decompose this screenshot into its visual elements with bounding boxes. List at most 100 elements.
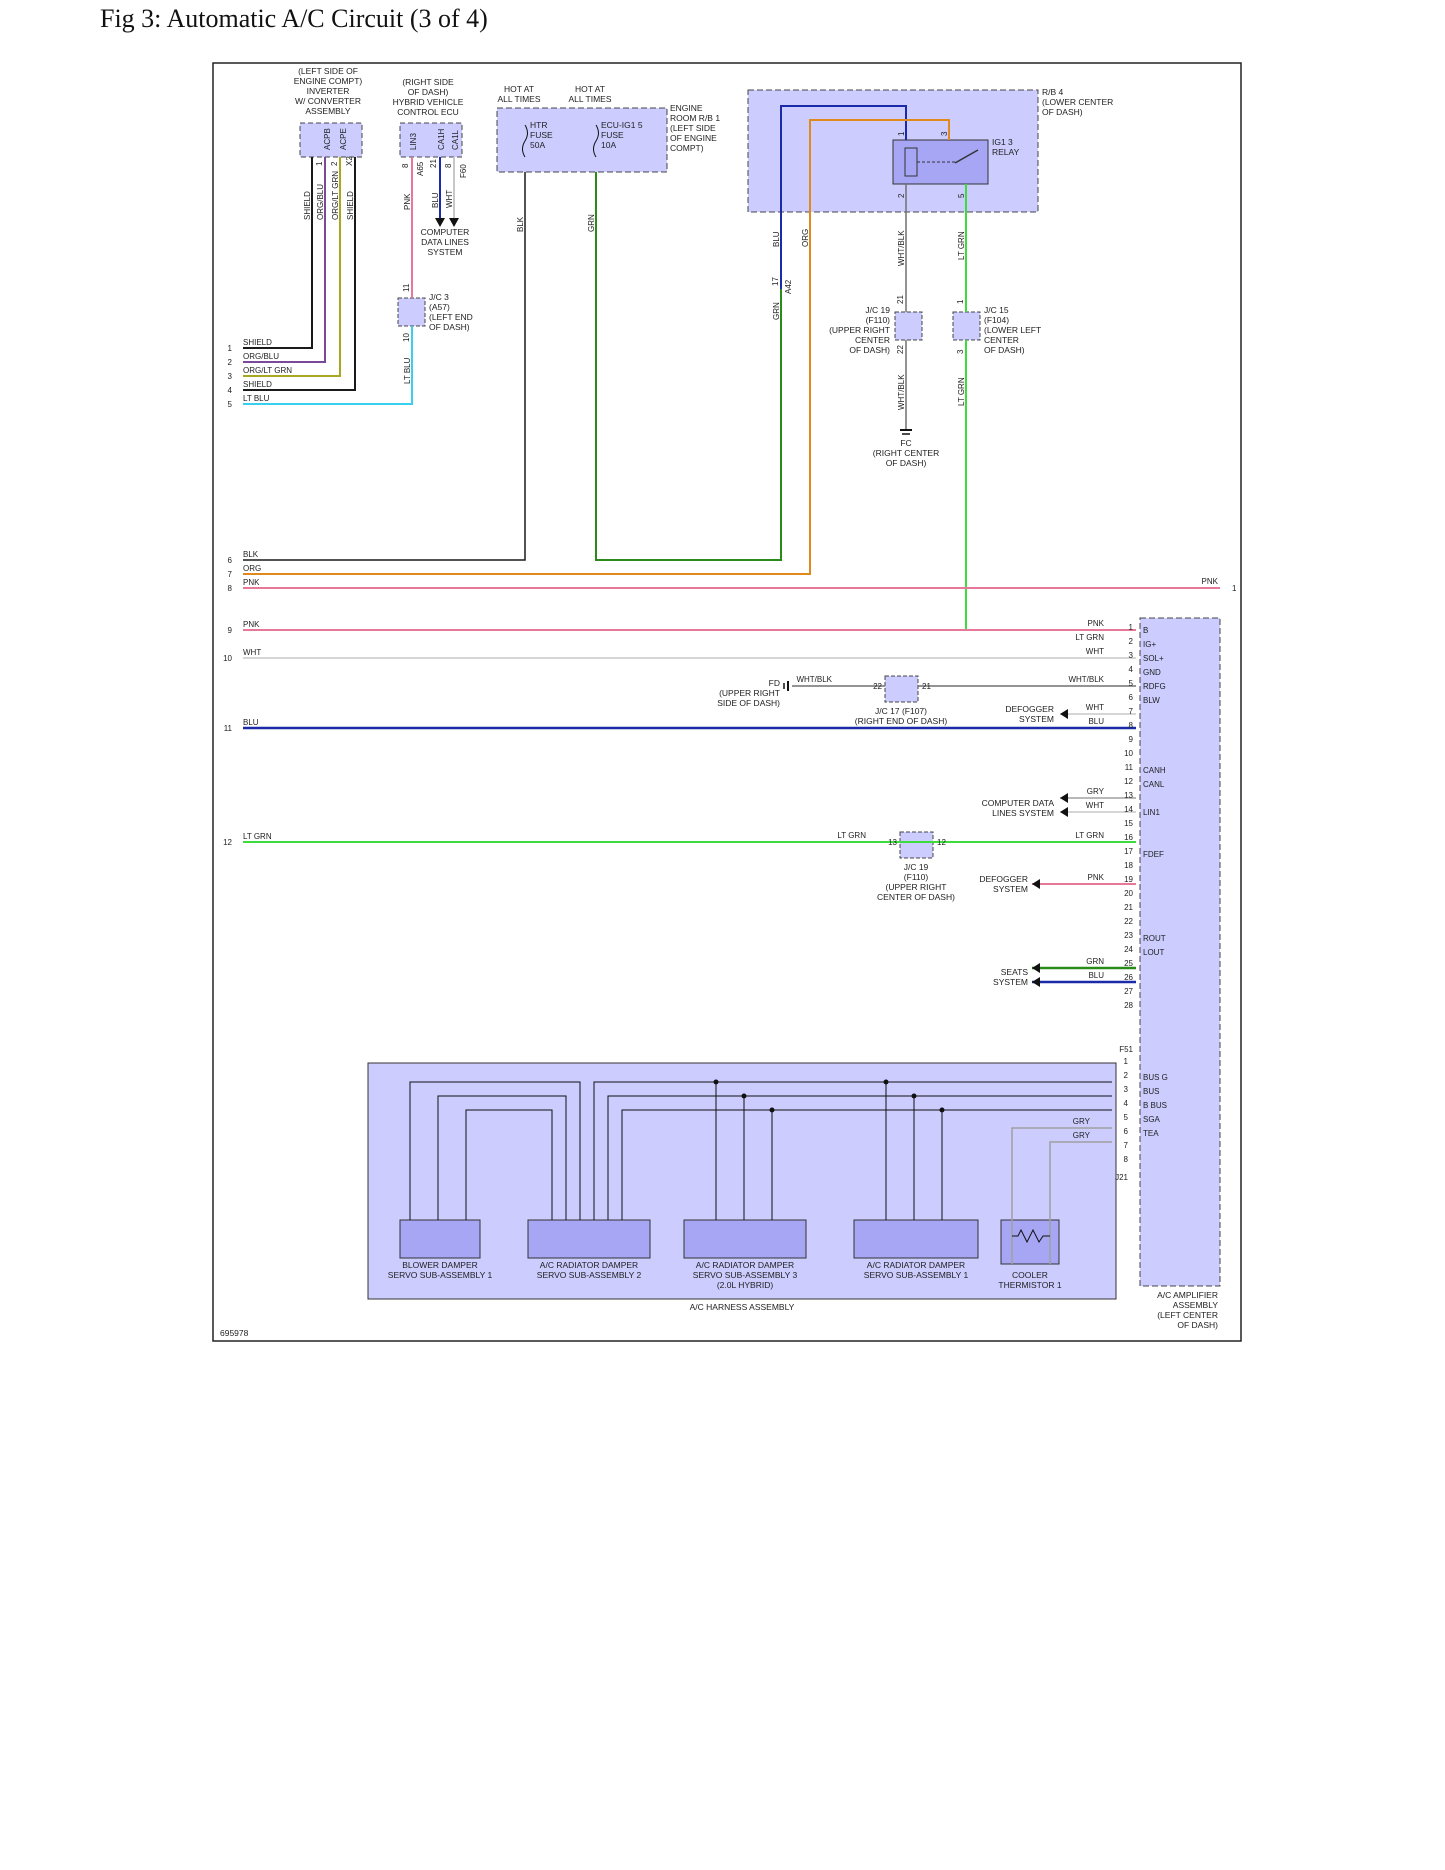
hot-label: ALL TIMES — [569, 94, 612, 104]
wire-h6 — [621, 1109, 1112, 1220]
rb4-label: OF DASH) — [1042, 107, 1083, 117]
pin-num: 1 — [897, 131, 906, 136]
amp-pin-number: 5 — [1124, 1113, 1129, 1122]
terminal-wire-label: SHIELD — [243, 380, 272, 389]
comp-data-mid-label: LINES SYSTEM — [992, 808, 1054, 818]
jc19b-label: J/C 19 — [904, 862, 929, 872]
terminal-wire-label: PNK — [243, 578, 260, 587]
wire-color-label: ORG/LT GRN — [331, 171, 340, 220]
amp-pin-number: 27 — [1124, 987, 1133, 996]
amp-pin-name: BLW — [1143, 696, 1160, 705]
hv-ecu-label: CONTROL ECU — [397, 107, 459, 117]
hot-label: ALL TIMES — [498, 94, 541, 104]
pin-name: CA1L — [451, 129, 460, 150]
wire-color-label: LT GRN — [957, 231, 966, 260]
connector-id: A42 — [784, 279, 793, 294]
wire-blk — [243, 172, 526, 561]
amp-pin-number: 3 — [1129, 651, 1134, 660]
wire-h1 — [409, 1081, 581, 1220]
arrow-canl — [1060, 807, 1068, 817]
amp-pin-number: 18 — [1124, 861, 1133, 870]
amp-pin-number: 11 — [1125, 763, 1134, 772]
fd-label: FD — [769, 678, 780, 688]
htr-fuse-icon — [522, 124, 528, 158]
arrow-comp-data-ca1l — [449, 218, 459, 227]
servo-rad1-label: SERVO SUB-ASSEMBLY 1 — [864, 1270, 969, 1280]
amp-pin-number: 6 — [1124, 1127, 1129, 1136]
wires — [243, 105, 1220, 1264]
jc19b-label: CENTER OF DASH) — [877, 892, 955, 902]
diagram-frame — [212, 62, 1242, 1342]
wire-h4 — [593, 1081, 1112, 1220]
engine-rb-label: OF ENGINE — [670, 133, 717, 143]
wire-color-label: BLU — [1088, 717, 1104, 726]
engine-rb-label: ROOM R/B 1 — [670, 113, 720, 123]
terminal-number: 11 — [224, 724, 233, 733]
jc15-box — [952, 311, 981, 341]
connector-id: F60 — [459, 164, 468, 178]
servo-rad3-box — [683, 1219, 807, 1259]
pin-num: 22 — [873, 682, 882, 691]
terminal-number: 4 — [228, 386, 233, 395]
amp-pin-number: 7 — [1129, 707, 1134, 716]
amp-pin-name: TEA — [1143, 1129, 1159, 1138]
pin-num: 10 — [402, 333, 411, 342]
amp-pin-number: 13 — [1124, 791, 1133, 800]
amp-pin-number: 6 — [1129, 693, 1134, 702]
terminal-number: 1 — [1232, 584, 1237, 593]
servo-blower-label: BLOWER DAMPER — [402, 1260, 478, 1270]
terminal-wire-label: PNK — [1202, 577, 1219, 586]
fd-label: (UPPER RIGHT — [719, 688, 780, 698]
terminal-number: 8 — [228, 584, 233, 593]
wire-color-label: GRY — [1073, 1117, 1091, 1126]
servo-blower-label: SERVO SUB-ASSEMBLY 1 — [388, 1270, 493, 1280]
wire-color-label: WHT — [1086, 703, 1104, 712]
connector-id: A65 — [416, 161, 425, 176]
ecu-fuse-label: 10A — [601, 140, 616, 150]
wire-inv-shield1 — [243, 157, 313, 349]
amp-pin-number: 10 — [1124, 749, 1133, 758]
amp-pin-number: 4 — [1124, 1099, 1129, 1108]
amp-pin-number: 20 — [1124, 889, 1133, 898]
jc19a-label: (UPPER RIGHT — [829, 325, 890, 335]
wire-color-label: WHT — [1086, 801, 1104, 810]
amp-pin-number: 8 — [1129, 721, 1134, 730]
amp-pin-name: SGA — [1143, 1115, 1161, 1124]
servo-blower-box — [399, 1219, 481, 1259]
pin-num: 1 — [315, 161, 324, 166]
fd-label: SIDE OF DASH) — [717, 698, 780, 708]
amp-pin-number: 22 — [1124, 917, 1133, 926]
jc3-label: J/C 3 — [429, 292, 449, 302]
amp-pin-name: CANH — [1143, 766, 1166, 775]
junction-dot — [939, 1107, 945, 1113]
amp-pin-number: 12 — [1124, 777, 1133, 786]
amp-pin-name: BUS — [1143, 1087, 1159, 1096]
wire-relay-blu-src — [780, 105, 907, 289]
pin-num: 3 — [956, 349, 965, 354]
htr-fuse-label: HTR — [530, 120, 547, 130]
jc17-label: J/C 17 (F107) — [875, 706, 927, 716]
wire-color-label: WHT/BLK — [897, 374, 906, 410]
jc3-box — [397, 297, 426, 327]
wire-color-label: GRN — [587, 214, 596, 232]
wire-color-label: WHT — [1086, 647, 1104, 656]
harness-box — [367, 1062, 1117, 1300]
pin-num: 5 — [957, 193, 966, 198]
pin-num: 8 — [401, 163, 410, 168]
wire-color-label: ORG/BLU — [316, 184, 325, 220]
amp-pin-number: 1 — [1124, 1057, 1129, 1066]
terminal-number: 5 — [228, 400, 233, 409]
wire-color-label: LT GRN — [957, 377, 966, 406]
jc19b-label: (F110) — [904, 872, 929, 882]
jc15-label: J/C 15 — [984, 305, 1009, 315]
terminal-wire-label: SHIELD — [243, 338, 272, 347]
engine-room-rb — [496, 107, 668, 173]
harness-label: A/C HARNESS ASSEMBLY — [690, 1302, 795, 1312]
wire-therm-gry1 — [1011, 1127, 1112, 1264]
junction-dot — [713, 1079, 719, 1085]
defogger-label: DEFOGGER — [1005, 704, 1054, 714]
jc17-box — [884, 675, 919, 703]
inverter-label: W/ CONVERTER — [295, 96, 361, 106]
thermistor-icon — [1012, 1228, 1050, 1244]
